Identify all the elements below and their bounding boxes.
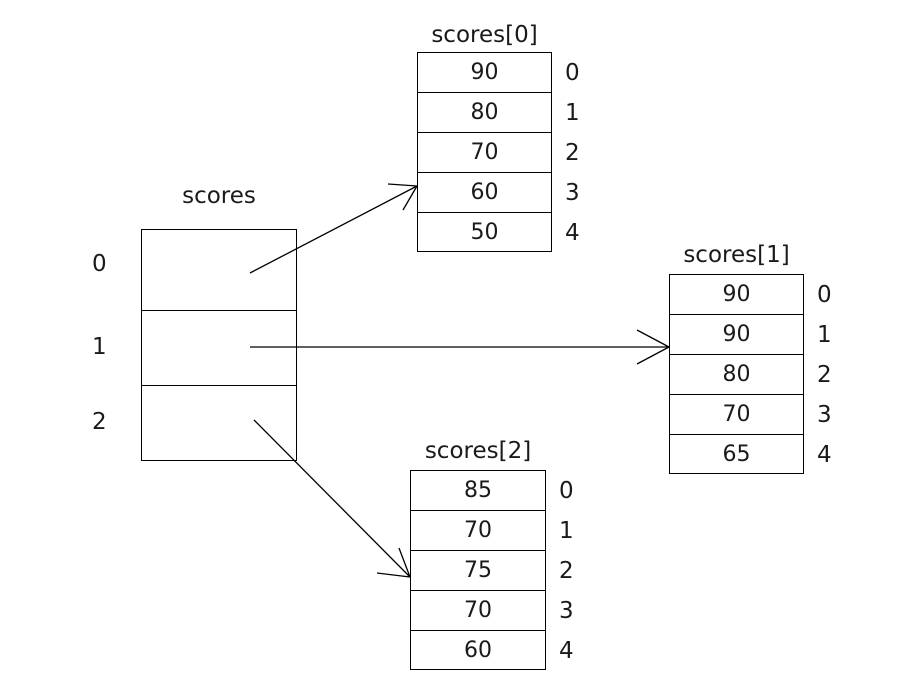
scores-0-cell-0[interactable]: 90 xyxy=(418,53,551,93)
scores-1-cell-4[interactable]: 65 xyxy=(722,442,751,467)
scores-2-cell-3[interactable]: 70 xyxy=(411,591,545,631)
scores-2-cell-4[interactable]: 60 xyxy=(464,638,492,663)
scores-0-index-0: 0 xyxy=(565,60,580,86)
scores-1-index-2: 2 xyxy=(817,362,832,388)
scores-2-cell-2[interactable]: 75 xyxy=(411,551,545,591)
scores-0-cell-1[interactable]: 80 xyxy=(418,93,551,133)
scores-0-cell-2[interactable]: 70 xyxy=(418,133,551,173)
scores-1-cell-2[interactable]: 80 xyxy=(670,355,803,395)
scores-1-cell-3[interactable]: 70 xyxy=(670,395,803,435)
root-array-index-1: 1 xyxy=(92,334,107,360)
scores-1-title: scores[1] xyxy=(683,242,790,268)
scores-2-index-4: 4 xyxy=(559,638,574,664)
scores-0-index-3: 3 xyxy=(565,180,580,206)
scores-0-box: 90 80 70 60 50 xyxy=(417,52,552,252)
scores-1-index-4: 4 xyxy=(817,442,832,468)
scores-2-cell-1[interactable]: 70 xyxy=(411,511,545,551)
scores-1-box: 90 90 80 70 65 xyxy=(669,274,804,474)
root-array-title: scores xyxy=(182,183,256,209)
root-array-cell-1[interactable] xyxy=(142,311,296,386)
scores-1-cell-0[interactable]: 90 xyxy=(670,275,803,315)
scores-0-index-1: 1 xyxy=(565,100,580,126)
scores-2-box: 85 70 75 70 60 xyxy=(410,470,546,670)
scores-2-title: scores[2] xyxy=(424,438,532,464)
pointer-arrow-1 xyxy=(250,329,670,365)
scores-1-cell-1[interactable]: 90 xyxy=(670,315,803,355)
scores-2-index-1: 1 xyxy=(559,518,574,544)
root-array-index-0: 0 xyxy=(92,251,107,277)
scores-2-index-0: 0 xyxy=(559,478,574,504)
scores-1-index-1: 1 xyxy=(817,322,832,348)
scores-0-title: scores[0] xyxy=(431,22,538,48)
root-array-cell-2[interactable] xyxy=(142,386,296,462)
scores-2-index-3: 3 xyxy=(559,598,574,624)
scores-0-index-2: 2 xyxy=(565,140,580,166)
scores-0-index-4: 4 xyxy=(565,220,580,246)
root-array-index-2: 2 xyxy=(92,409,107,435)
root-array-cell-0[interactable] xyxy=(142,230,296,311)
scores-1-index-0: 0 xyxy=(817,282,832,308)
scores-2-cell-0[interactable]: 85 xyxy=(411,471,545,511)
scores-0-cell-3[interactable]: 60 xyxy=(418,173,551,213)
root-array-box xyxy=(141,229,297,461)
scores-0-cell-4[interactable]: 50 xyxy=(470,220,499,245)
scores-2-index-2: 2 xyxy=(559,558,574,584)
scores-1-index-3: 3 xyxy=(817,402,832,428)
